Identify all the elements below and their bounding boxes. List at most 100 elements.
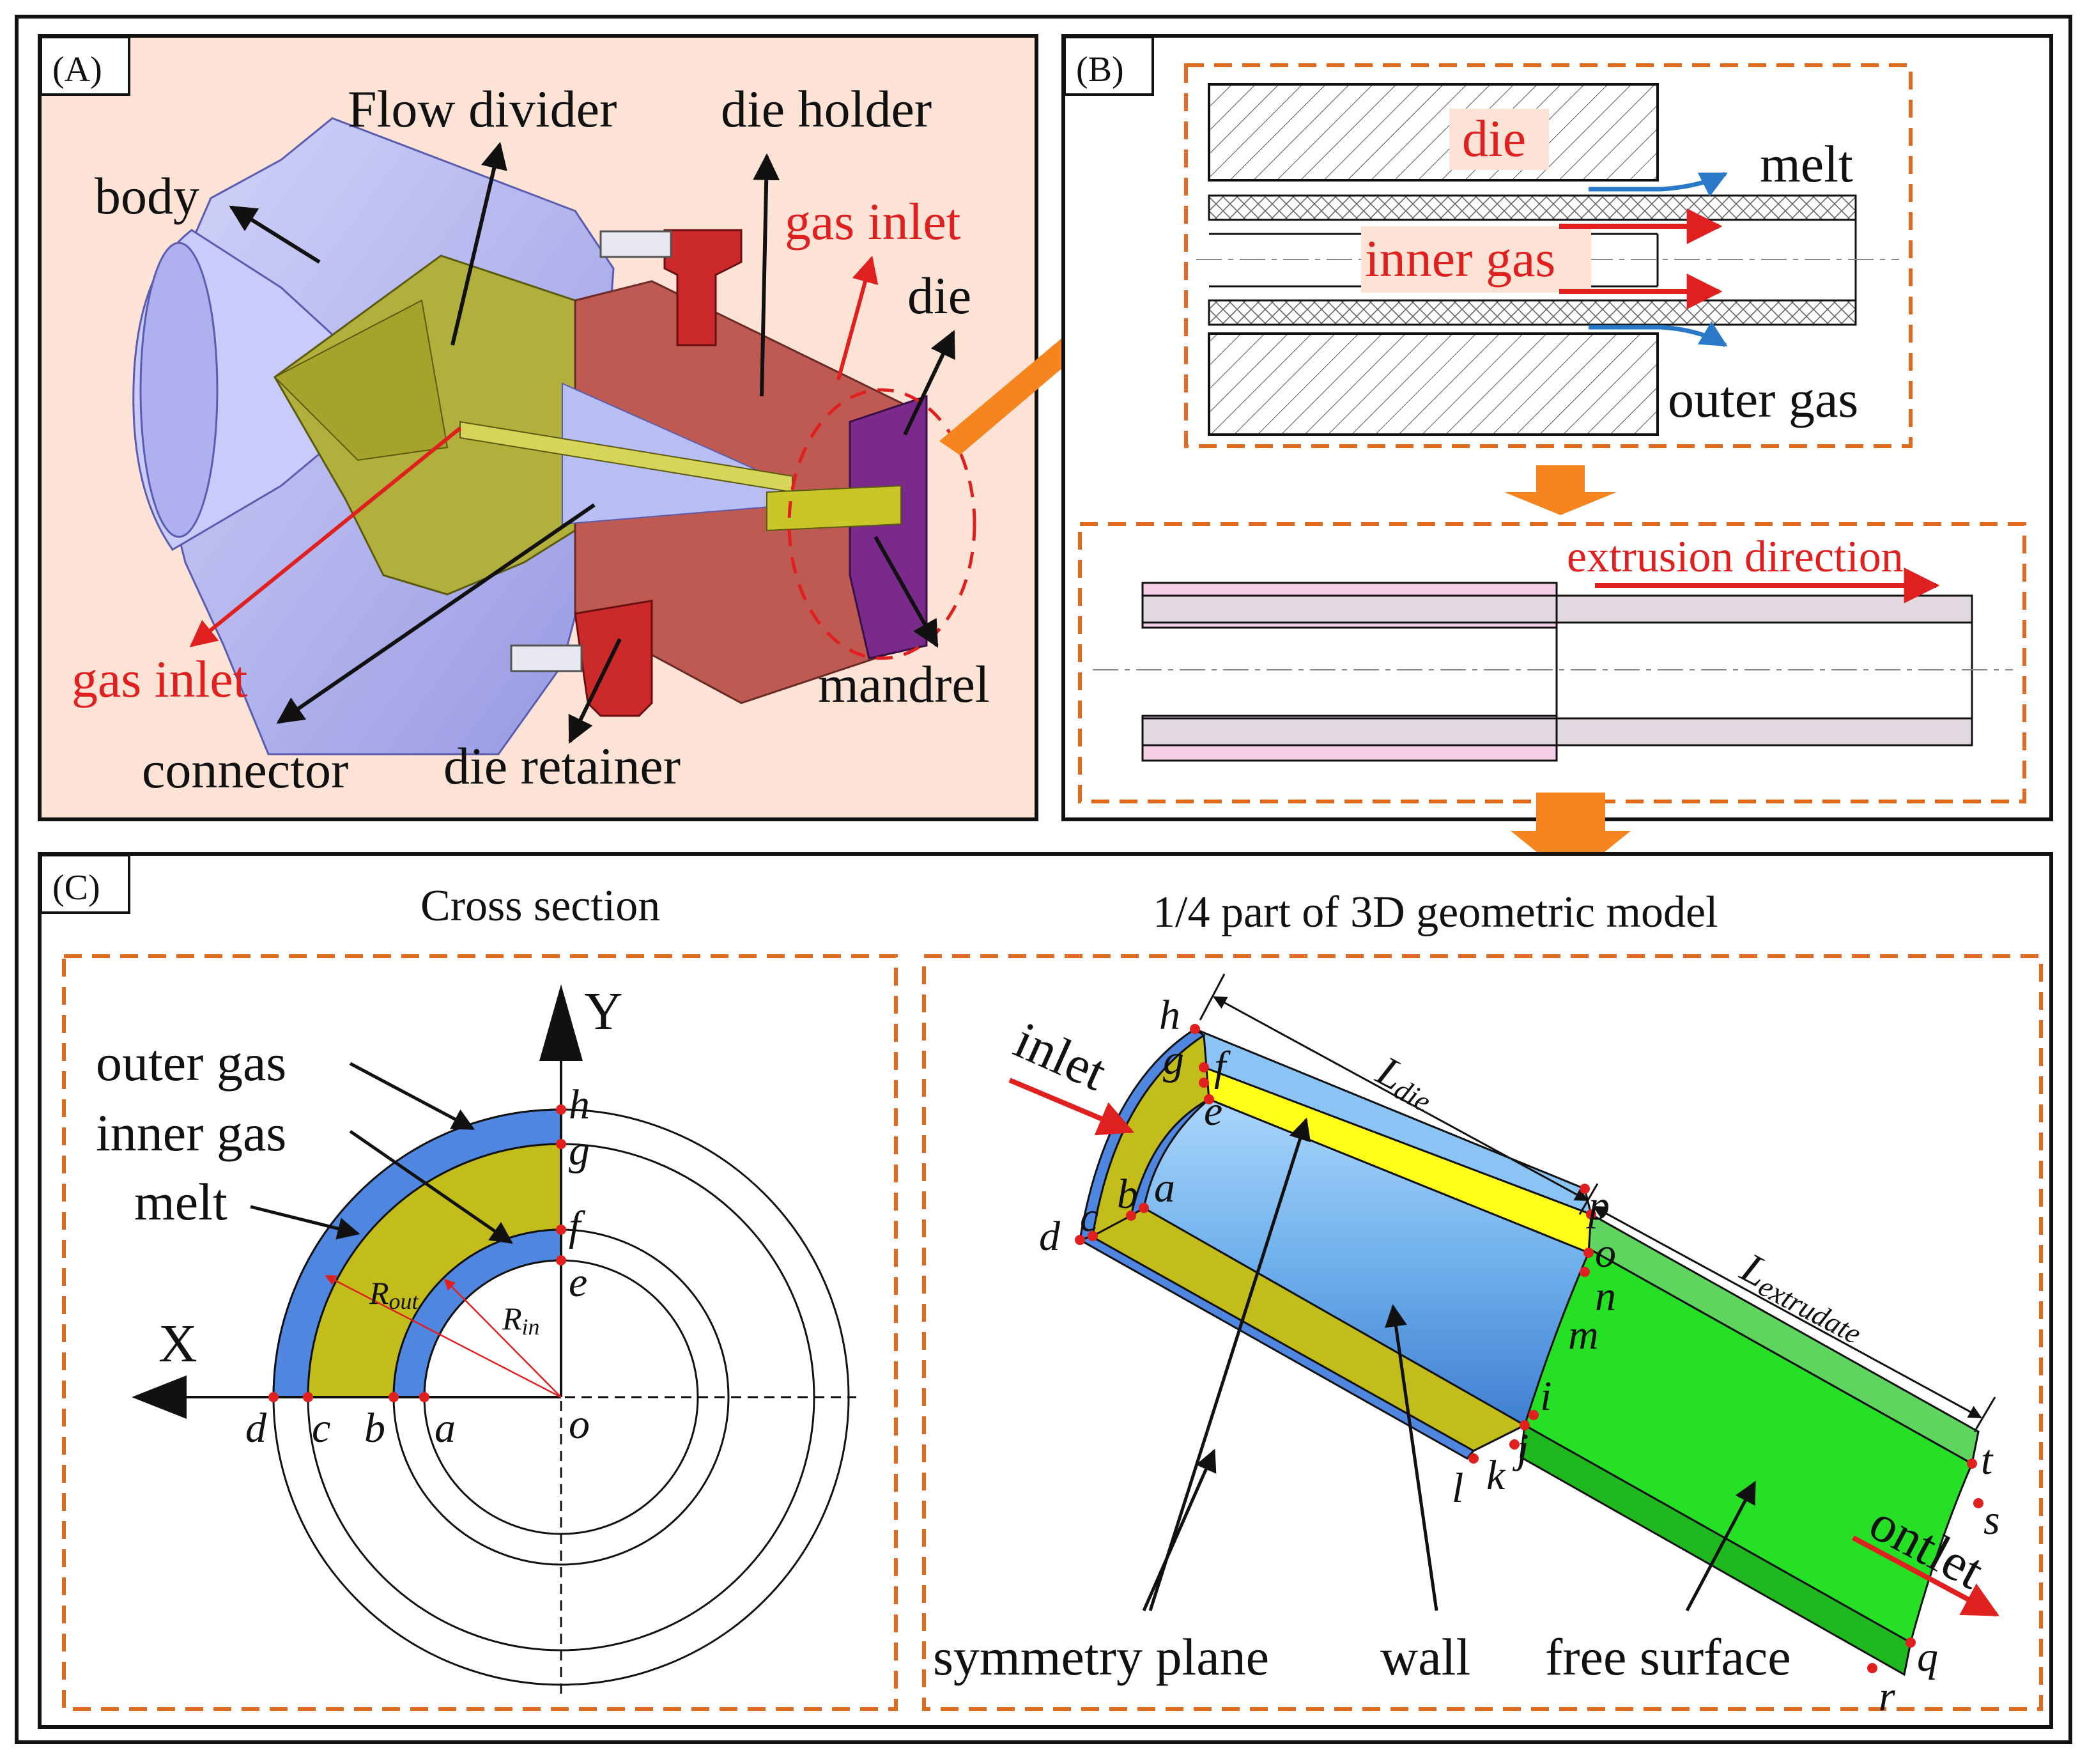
sym-leader-2 xyxy=(1148,1117,1311,1611)
pt-j xyxy=(1520,1420,1530,1430)
model-label-b: b xyxy=(1117,1171,1138,1218)
cs-label-g: g xyxy=(569,1127,590,1174)
label-die-retainer: die retainer xyxy=(443,737,681,795)
cs-leader-melt xyxy=(250,1205,360,1240)
cs-point-f xyxy=(556,1225,566,1235)
die-exit-dashed-box xyxy=(1184,63,1913,448)
label-die-holder: die holder xyxy=(721,80,932,138)
l-die-dimension xyxy=(1213,996,1589,1202)
pt-m xyxy=(1580,1267,1590,1277)
inlet-arrow xyxy=(1008,1078,1135,1136)
pt-s xyxy=(1973,1498,1983,1508)
r-out-sub: out xyxy=(389,1288,419,1314)
die-tip xyxy=(766,484,902,532)
die-retainer-leader xyxy=(568,638,622,744)
die-upper-hatch xyxy=(1208,83,1659,182)
cs-label-d: d xyxy=(245,1405,267,1451)
r-out-line xyxy=(325,1274,562,1398)
label-gas-inlet-bottom: gas inlet xyxy=(72,650,248,708)
inlet-funnel-mouth xyxy=(139,242,219,538)
model-label-s: s xyxy=(1983,1497,2000,1544)
die-retainer-top xyxy=(663,229,743,346)
model-label-r: r xyxy=(1879,1673,1895,1720)
label-die: die xyxy=(907,267,971,325)
model-label-p: p xyxy=(1586,1182,1610,1229)
panel-c: (C) Cross section 1/4 part of 3D geometr… xyxy=(38,852,2053,1729)
pt-e xyxy=(1204,1094,1214,1104)
pt-d xyxy=(1075,1235,1085,1245)
outlet-arrow xyxy=(1852,1535,1999,1617)
dim-tick-1 xyxy=(1199,973,1226,1021)
cs-point-h xyxy=(556,1104,566,1115)
cs-label-h: h xyxy=(569,1081,590,1128)
axis-x-label: X xyxy=(158,1314,197,1373)
body-leader xyxy=(229,205,321,264)
label-b-outer-gas: outer gas xyxy=(1668,370,1858,428)
cs-label-melt: melt xyxy=(134,1173,227,1231)
x-axis-arrowhead xyxy=(132,1375,187,1419)
cs-point-g xyxy=(556,1139,566,1149)
r-in-main: R xyxy=(502,1301,522,1336)
extrudate-symmetry-bottom xyxy=(1520,1423,1912,1676)
y-axis-arrowhead xyxy=(539,984,583,1061)
bolt-top xyxy=(599,230,672,258)
model-label-q: q xyxy=(1917,1634,1938,1680)
axis-y-label: Y xyxy=(584,982,623,1041)
pt-h xyxy=(1190,1024,1200,1034)
panel-a: (A) body Flow divid xyxy=(38,34,1038,821)
outer-gas-arrow-top xyxy=(1589,171,1728,197)
label-free-surface: free surface xyxy=(1545,1628,1791,1686)
gas-inlet-top-leader xyxy=(836,255,879,380)
r-in-sub: in xyxy=(522,1314,540,1340)
cs-leader-inner-gas xyxy=(349,1129,513,1244)
cs-label-inner-gas: inner gas xyxy=(96,1104,286,1162)
model-label-d: d xyxy=(1039,1213,1061,1260)
pt-r xyxy=(1867,1663,1877,1673)
panel-b: (B) die melt inner gas outer gas xyxy=(1061,34,2053,821)
model-label-t: t xyxy=(1981,1437,1994,1483)
outer-frame xyxy=(15,15,2072,1744)
bolt-bottom xyxy=(510,644,583,672)
model-label-c: c xyxy=(1080,1194,1098,1241)
cs-label-outer-gas: outer gas xyxy=(96,1033,286,1092)
dim-tick-2 xyxy=(1578,1183,1599,1215)
pt-a xyxy=(1139,1203,1149,1213)
flow-divider-leader xyxy=(451,141,507,346)
mandrel-leader xyxy=(874,536,939,648)
pt-i xyxy=(1529,1410,1539,1420)
pt-c xyxy=(1088,1231,1098,1241)
die-zoom-circle xyxy=(787,388,976,660)
die-retainer-bottom xyxy=(574,600,653,717)
flow-divider-cone xyxy=(273,299,449,461)
cs-label-o: o xyxy=(569,1401,590,1448)
die-lower-hatch xyxy=(1208,332,1659,436)
r-in-label: Rin xyxy=(502,1301,540,1340)
inner-gas-label-bg xyxy=(1361,226,1591,293)
melt-lower xyxy=(1208,299,1857,326)
connector-leader xyxy=(276,503,596,724)
label-body: body xyxy=(95,167,199,225)
pt-t xyxy=(1967,1458,1977,1469)
r-out-label: Rout xyxy=(369,1275,419,1314)
cs-label-e: e xyxy=(569,1259,587,1306)
panel-b-tag-box xyxy=(1063,36,1154,96)
dim-tick-3 xyxy=(1973,1396,1996,1432)
pt-b xyxy=(1126,1211,1136,1221)
pt-n xyxy=(1583,1248,1594,1258)
cs-point-d xyxy=(268,1392,279,1402)
die-label-bg xyxy=(1449,109,1549,170)
model-label-l: l xyxy=(1452,1465,1463,1512)
pt-q xyxy=(1906,1637,1916,1648)
label-symmetry-plane: symmetry plane xyxy=(933,1628,1269,1686)
model-label-o: o xyxy=(1595,1230,1616,1276)
mandrel-end xyxy=(849,394,928,660)
cs-point-a xyxy=(419,1392,429,1402)
cross-section-dashed-box xyxy=(62,954,898,1711)
die-holder-leader xyxy=(753,153,780,397)
label-gas-inlet-top: gas inlet xyxy=(785,192,961,251)
gas-inlet-bottom-leader xyxy=(189,426,461,647)
cs-label-b: b xyxy=(364,1405,385,1451)
arrow-b-to-c xyxy=(1511,793,1631,879)
panel-a-tag: (A) xyxy=(52,50,102,89)
label-mandrel: mandrel xyxy=(818,655,990,713)
